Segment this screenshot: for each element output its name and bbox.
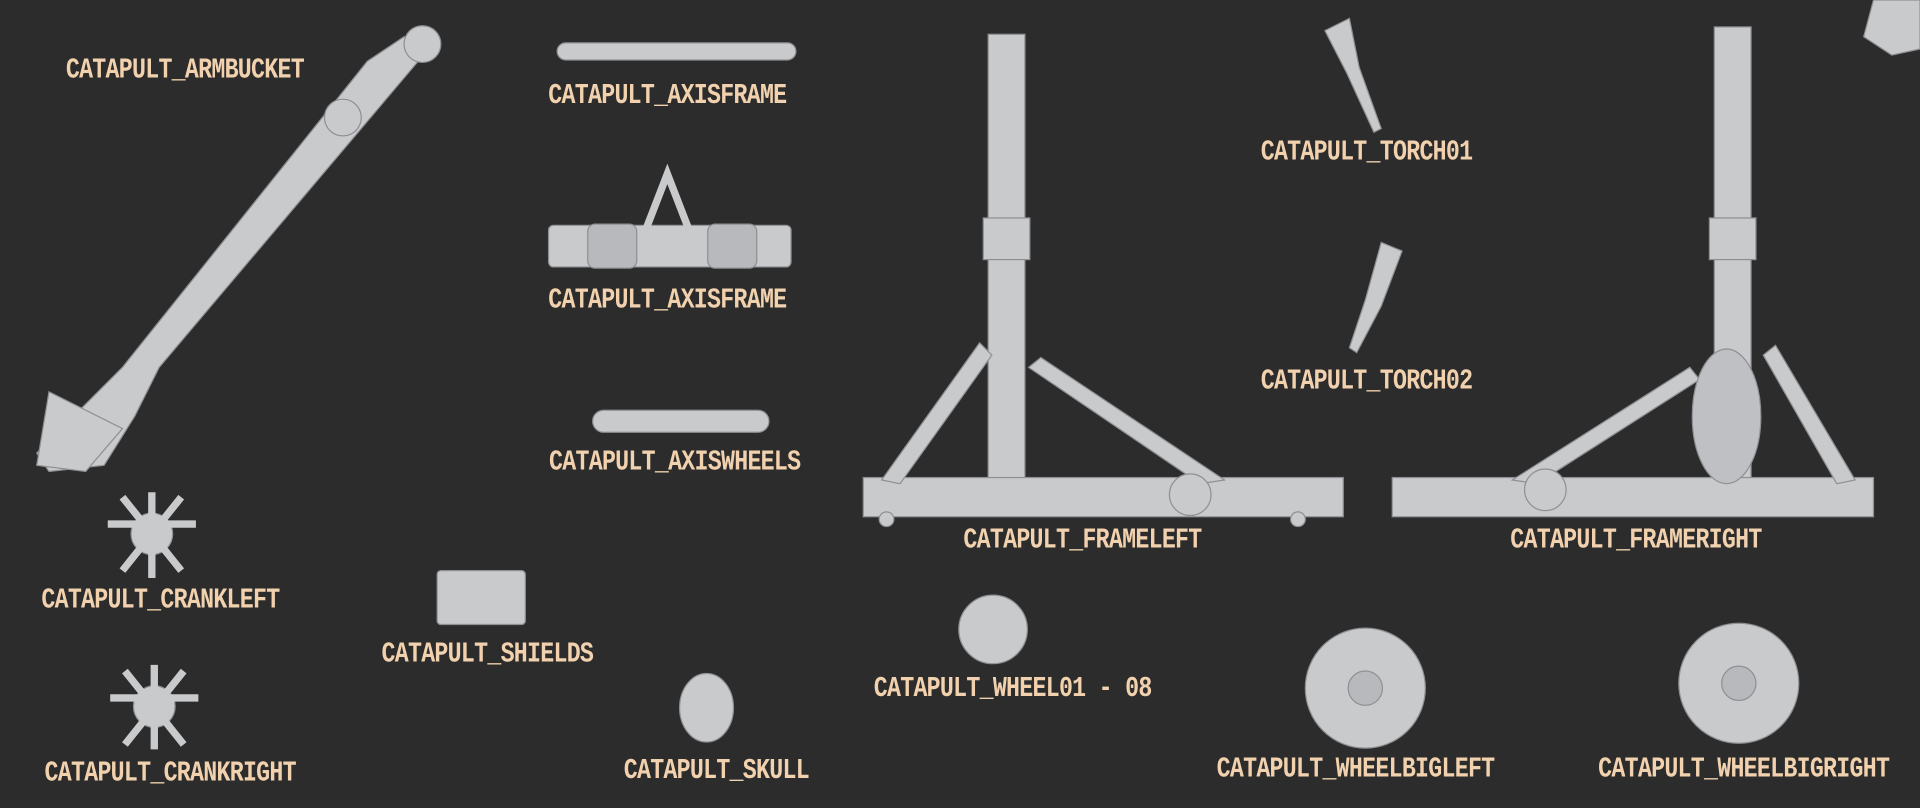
label-wheel: CATAPULT_WHEEL01 - 08: [873, 671, 1153, 706]
label-axiswheels: CATAPULT_AXISWHEELS: [549, 444, 801, 479]
label-crankright: CATAPULT_CRANKRIGHT: [44, 755, 297, 790]
label-wheelbigleft: CATAPULT_WHEELBIGLEFT: [1216, 752, 1496, 786]
label-shields: CATAPULT_SHIELDS: [381, 637, 594, 671]
label-frameleft: CATAPULT_FRAMELEFT: [963, 523, 1202, 557]
label-crankleft: CATAPULT_CRANKLEFT: [41, 583, 280, 617]
frameright-model: [1391, 26, 1875, 518]
torch01-model: [1324, 17, 1382, 134]
label-torch02: CATAPULT_TORCH02: [1260, 363, 1473, 398]
label-frameright: CATAPULT_FRAMERIGHT: [1510, 523, 1762, 557]
label-torch01: CATAPULT_TORCH01: [1260, 135, 1473, 169]
label-axisframe-1: CATAPULT_AXISFRAME: [548, 78, 787, 113]
partial-model-corner: [1862, 0, 1920, 56]
torch02-model: [1348, 241, 1403, 354]
wheelbigleft-model: [1304, 627, 1426, 749]
label-armbucket: CATAPULT_ARMBUCKET: [65, 52, 305, 87]
wheelbigright-model: [1678, 622, 1800, 744]
crankleft-model: [107, 492, 196, 578]
armbucket-model: [35, 25, 442, 473]
axiswheels-model: [592, 409, 770, 433]
label-axisframe-2: CATAPULT_AXISFRAME: [548, 283, 787, 317]
wheel-model: [958, 594, 1028, 665]
label-skull: CATAPULT_SKULL: [623, 753, 810, 788]
axisframe-model-2: [547, 163, 792, 269]
skull-model: [678, 672, 735, 743]
crankright-model: [110, 664, 199, 750]
label-wheelbigright: CATAPULT_WHEELBIGRIGHT: [1598, 752, 1890, 786]
axisframe-model-1: [556, 42, 797, 61]
frameleft-model: [862, 33, 1344, 528]
shields-model: [436, 570, 526, 626]
